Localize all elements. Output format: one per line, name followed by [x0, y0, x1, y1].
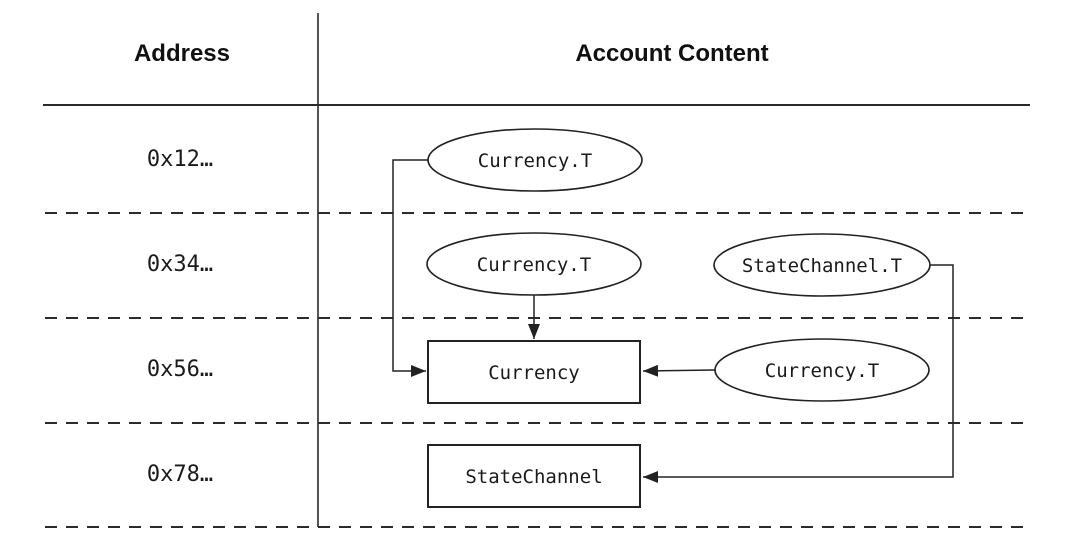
address-label-row3: 0x56… [147, 357, 213, 382]
node-currency-t-row1: Currency.T [427, 128, 643, 192]
address-label-row4: 0x78… [147, 462, 213, 487]
node-statechannel-module-shape [427, 444, 641, 508]
node-statechannel-module-label: StateChannel [465, 466, 602, 488]
node-currency-t-row3-label: Currency.T [765, 360, 879, 382]
node-currency-t-row3-shape [714, 338, 930, 402]
edge-currency-t-row1-to-currency [392, 159, 428, 377]
node-currency-module-shape [427, 340, 641, 404]
address-label-row2: 0x34… [147, 252, 213, 277]
edge-currency-t-row3-to-currency [642, 364, 716, 377]
row-separator-lines [45, 212, 1028, 528]
node-currency-t-row2-label: Currency.T [477, 254, 591, 276]
column-header-address: Address [134, 40, 230, 67]
node-currency-t-row2-shape [426, 232, 642, 296]
edge-lines [392, 159, 954, 483]
node-statechannel-module: StateChannel [427, 444, 641, 508]
column-header-account-content: Account Content [575, 40, 768, 67]
node-statechannel-t-row2: StateChannel.T [713, 233, 931, 297]
node-currency-t-row1-shape [427, 128, 643, 192]
node-currency-t-row1-label: Currency.T [478, 150, 592, 172]
node-currency-t-row2: Currency.T [426, 232, 642, 296]
node-currency-t-row3: Currency.T [714, 338, 930, 402]
node-currency-module: Currency [427, 340, 641, 404]
node-statechannel-t-row2-label: StateChannel.T [742, 255, 902, 277]
edge-statechannel-t-to-statechannel [643, 264, 954, 483]
node-currency-module-label: Currency [488, 362, 580, 384]
node-statechannel-t-row2-shape [713, 233, 931, 297]
address-label-row1: 0x12… [147, 147, 213, 172]
